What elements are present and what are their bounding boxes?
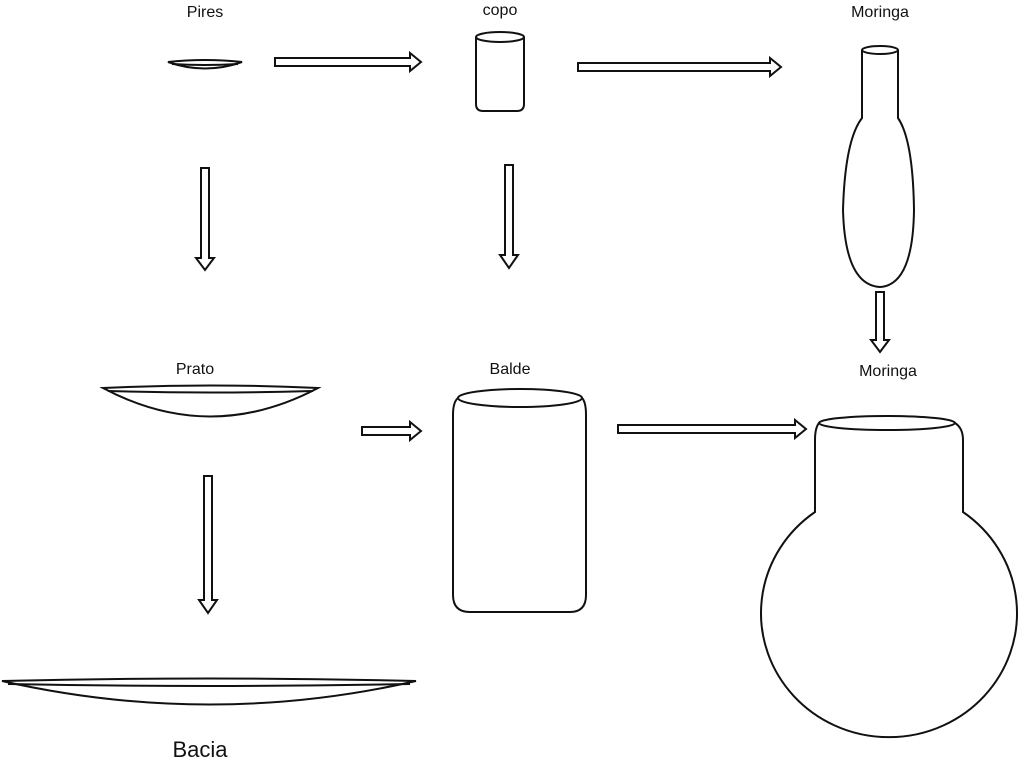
- label-balde: Balde: [489, 361, 531, 378]
- moringa-large-shape: [760, 415, 1018, 739]
- moringa-small-shape: [841, 45, 916, 289]
- label-pires: Pires: [186, 4, 224, 21]
- bacia-shape: [1, 677, 417, 706]
- arrow-prato-to-bacia: [197, 475, 219, 615]
- copo-shape: [475, 31, 525, 112]
- pires-shape: [167, 59, 243, 70]
- balde-shape: [452, 388, 587, 613]
- arrow-pires-to-prato: [194, 167, 216, 272]
- prato-shape: [99, 384, 322, 418]
- label-moringa-large: Moringa: [859, 363, 917, 380]
- label-moringa-small: Moringa: [851, 4, 909, 21]
- label-copo: copo: [482, 2, 518, 19]
- label-prato: Prato: [175, 361, 215, 378]
- arrow-prato-to-balde: [361, 419, 423, 443]
- arrow-balde-to-moringa: [617, 417, 808, 441]
- arrow-copo-to-balde: [498, 164, 520, 270]
- arrow-copo-to-moringa: [577, 55, 783, 79]
- arrow-pires-to-copo: [274, 50, 423, 74]
- arrow-moringa-to-moringa: [869, 291, 891, 354]
- label-bacia: Bacia: [172, 737, 228, 762]
